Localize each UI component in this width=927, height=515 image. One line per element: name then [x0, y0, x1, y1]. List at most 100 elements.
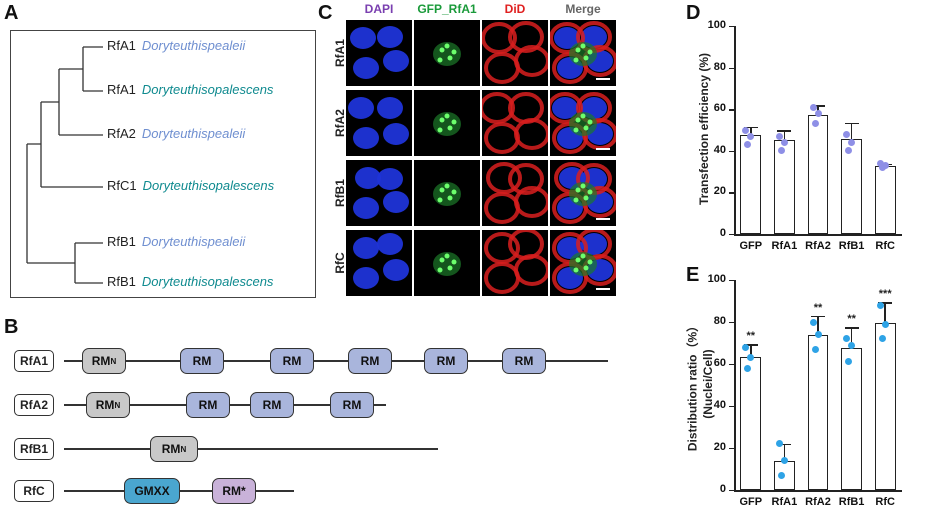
data-point — [876, 159, 884, 167]
y-tick-label: 60 — [713, 102, 726, 115]
y-tick-mark — [729, 67, 734, 69]
channel-header: DAPI — [364, 2, 394, 16]
domain-gmxx: GMXX — [124, 478, 180, 504]
data-point — [845, 147, 853, 155]
bar-rfc — [874, 166, 896, 234]
tree-gene-label: RfB1 — [107, 234, 136, 249]
row-label: RfC — [333, 252, 347, 274]
domain-rmstar: RM* — [212, 478, 256, 504]
data-point — [809, 318, 817, 326]
x-tick-label: RfC — [875, 496, 895, 508]
data-point — [878, 335, 886, 343]
y-tick-label: 20 — [713, 185, 726, 198]
data-point — [780, 457, 788, 465]
tree-species-label: Doryteuthisopalescens — [142, 178, 275, 193]
data-point — [777, 147, 785, 155]
data-point — [814, 109, 822, 117]
y-tick-mark — [729, 234, 734, 236]
error-cap — [811, 315, 825, 318]
channel-header: GFP_RfA1 — [417, 2, 477, 16]
data-point — [775, 440, 783, 448]
panel-label-c: C — [318, 2, 333, 24]
data-point — [843, 335, 851, 343]
data-point — [848, 138, 856, 146]
row-label: RfB1 — [333, 179, 347, 208]
micrograph-rfa1-1 — [414, 20, 480, 86]
micrograph-rfc-2 — [482, 230, 548, 296]
x-tick-label: RfB1 — [838, 240, 865, 252]
x-tick-label: GFP — [739, 496, 763, 508]
x-tick-label: RfA1 — [771, 240, 798, 252]
y-tick-mark — [729, 150, 734, 153]
significance-marker: ** — [746, 330, 756, 343]
domain-rm: RM — [348, 348, 392, 374]
domain-label: RM — [436, 354, 456, 368]
tree-species-label: Doryteuthisopalescens — [141, 274, 274, 289]
y-tick-label: 40 — [713, 143, 726, 156]
error-cap — [743, 126, 758, 129]
data-point — [809, 103, 817, 111]
y-tick-mark — [729, 322, 734, 324]
domain-label: RM* — [222, 484, 246, 498]
micrograph-rfb1-1 — [414, 160, 480, 226]
micrograph-rfa1-0 — [346, 20, 412, 86]
y-tick-label: 40 — [713, 399, 726, 411]
data-point — [881, 320, 889, 328]
tree-gene-label: RfB1 — [107, 274, 136, 289]
significance-marker: ** — [847, 313, 856, 326]
data-point — [747, 132, 755, 140]
micrograph-rfc-1 — [414, 230, 480, 296]
protein-name-rfa1: RfA1 — [14, 350, 54, 372]
y-tick-label: 80 — [713, 60, 726, 73]
error-cap — [777, 130, 792, 132]
data-point — [811, 120, 819, 128]
x-tick-label: RfB1 — [838, 496, 865, 508]
micrograph-rfc-0 — [346, 230, 412, 296]
micrograph-rfb1-2 — [482, 160, 548, 226]
error-bar — [817, 315, 819, 335]
data-point — [742, 343, 750, 351]
data-point — [744, 141, 752, 149]
data-point — [878, 163, 886, 171]
domain-rm: RM — [424, 348, 468, 374]
x-tick-label: RfA2 — [805, 240, 831, 252]
domain-label: RM — [91, 354, 111, 368]
bar-rfb1 — [841, 139, 862, 234]
domain-subscript: N — [110, 356, 117, 366]
data-point — [777, 471, 785, 479]
y-axis-label: Transfection efficiency (%) — [697, 52, 711, 206]
error-bar — [850, 327, 853, 349]
y-tick-mark — [729, 364, 734, 366]
error-cap — [777, 443, 792, 446]
bar-rfa2 — [807, 115, 829, 234]
domain-subscript: N — [114, 400, 121, 410]
bar-rfa1 — [773, 140, 795, 234]
error-cap — [844, 327, 859, 329]
error-bar — [783, 130, 786, 141]
y-tick-mark — [729, 26, 734, 28]
micrograph-rfb1-3 — [550, 160, 616, 226]
bar-rfb1 — [841, 348, 862, 490]
panel-label-b: B — [4, 316, 19, 338]
micrograph-rfc-3 — [550, 230, 616, 296]
micrograph-rfb1-0 — [346, 160, 412, 226]
y-tick-label: 80 — [713, 315, 726, 327]
domain-rm: RM — [180, 348, 224, 374]
bar-gfp — [740, 356, 762, 490]
domain-label: RM — [514, 354, 534, 368]
y-axis-line — [734, 26, 736, 234]
data-point — [845, 358, 853, 366]
y-tick-mark — [729, 280, 734, 282]
domain-label: RM — [192, 354, 212, 368]
micrograph-rfa2-2 — [482, 90, 548, 156]
micrograph-rfa2-3 — [550, 90, 616, 156]
panel-label-a: A — [4, 2, 19, 24]
channel-header: Merge — [565, 2, 601, 16]
micrograph-rfa2-0 — [346, 90, 412, 156]
protein-backbone — [64, 360, 608, 362]
bar-rfa2 — [807, 334, 829, 490]
